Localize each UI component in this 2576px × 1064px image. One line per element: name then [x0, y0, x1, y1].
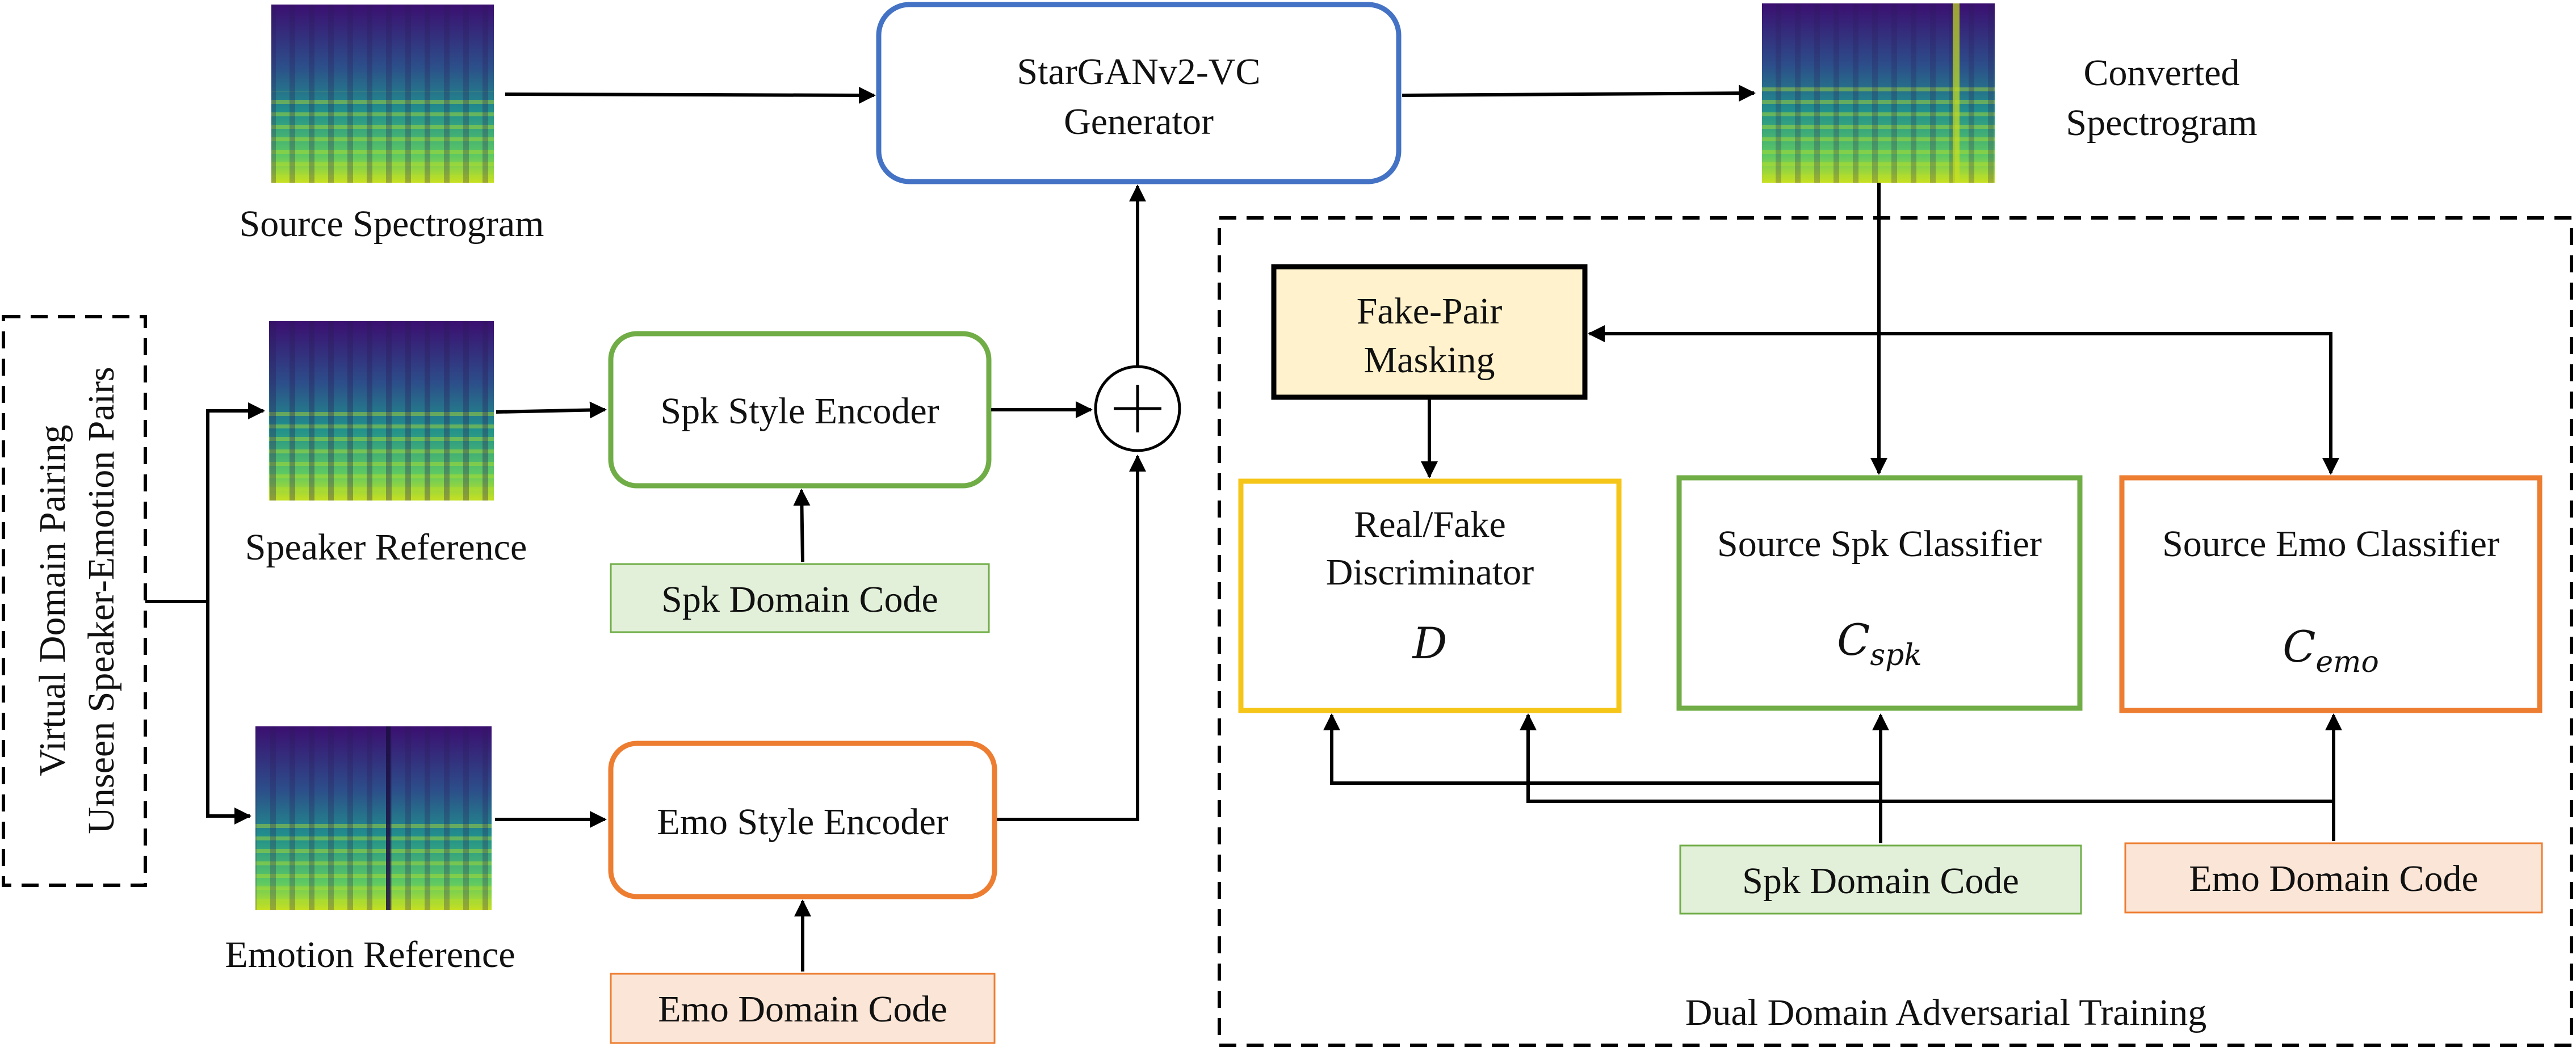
generator-label-line2: Generator: [1064, 101, 1214, 142]
virtual-pairing-line2: Unseen Speaker-Emotion Pairs: [81, 367, 122, 834]
converted-spectrogram-caption-line1: Converted: [2084, 52, 2240, 94]
virtual-domain-pairing-box: Virtual Domain Pairing Unseen Speaker-Em…: [2, 315, 147, 887]
discriminator-label-line2: Discriminator: [1326, 552, 1534, 593]
arrow-pairing-to-emotion-ref: [206, 602, 251, 825]
arrow-to-emo-classifier: [1879, 332, 2339, 475]
emo-domain-code-left: Emo Domain Code: [610, 973, 996, 1044]
arrow-spk-code-to-encoder: [793, 489, 811, 562]
emotion-reference-caption: Emotion Reference: [225, 934, 515, 975]
emo-classifier-symbol-main: C: [2283, 621, 2315, 672]
virtual-pairing-line1: Virtual Domain Pairing: [32, 424, 73, 776]
spk-domain-code-left-label: Spk Domain Code: [661, 579, 938, 620]
discriminator-symbol: D: [1412, 618, 1448, 668]
emo-classifier-label: Source Emo Classifier: [2162, 523, 2499, 565]
source-spectrogram-caption: Source Spectrogram: [240, 203, 544, 245]
converted-spectrogram-caption-line2: Spectrogram: [2066, 102, 2257, 144]
source-spectrogram-image: [271, 5, 494, 183]
arrow-emo-encoder-to-sum: [997, 455, 1146, 821]
arrow-spk-code-to-discriminator: [1323, 713, 1881, 785]
spk-classifier-symbol-main: C: [1837, 615, 1870, 665]
discriminator-label-line1: Real/Fake: [1354, 504, 1506, 545]
arrow-emo-code-to-discriminator: [1520, 713, 2334, 803]
fake-pair-masking-line1: Fake-Pair: [1357, 291, 1503, 332]
emo-classifier-box: Source Emo Classifier Cemo: [2119, 475, 2543, 713]
emotion-reference-image: [255, 726, 492, 910]
emo-domain-code-right-label: Emo Domain Code: [2189, 858, 2478, 899]
spk-style-encoder-box: Spk Style Encoder: [608, 331, 992, 489]
generator-label-line1: StarGANv2-VC: [1017, 51, 1261, 92]
spk-domain-code-left: Spk Domain Code: [610, 563, 990, 633]
emo-classifier-symbol: Cemo: [2283, 621, 2379, 679]
spk-domain-code-right: Spk Domain Code: [1679, 844, 2082, 915]
connectors: [145, 85, 2342, 972]
emo-style-encoder-box: Emo Style Encoder: [608, 741, 997, 899]
spk-classifier-label: Source Spk Classifier: [1717, 523, 2042, 565]
arrow-source-to-generator: [505, 86, 876, 104]
emo-domain-code-left-label: Emo Domain Code: [658, 989, 947, 1030]
spk-classifier-box: Source Spk Classifier Cspk: [1676, 475, 2083, 711]
speaker-reference-image: [269, 321, 494, 501]
spk-domain-code-right-label: Spk Domain Code: [1742, 860, 2019, 902]
sum-node: [1094, 365, 1181, 452]
fake-pair-masking-line2: Masking: [1364, 339, 1495, 381]
spk-style-encoder-label: Spk Style Encoder: [660, 390, 939, 432]
generator-box: StarGANv2-VC Generator: [876, 2, 1402, 184]
arrow-speaker-ref-to-encoder: [496, 401, 607, 419]
emo-style-encoder-label: Emo Style Encoder: [657, 801, 948, 843]
converted-spectrogram-image: [1762, 3, 1995, 183]
arrow-generator-to-converted: [1402, 85, 1756, 102]
emo-domain-code-right: Emo Domain Code: [2124, 842, 2543, 914]
spk-classifier-symbol-subscript: spk: [1870, 638, 1921, 672]
spk-classifier-symbol: Cspk: [1837, 615, 1922, 672]
adversarial-training-label: Dual Domain Adversarial Training: [1685, 992, 2206, 1033]
fake-pair-masking-box: Fake-Pair Masking: [1271, 264, 1588, 400]
discriminator-box: Real/Fake Discriminator D: [1238, 478, 1622, 713]
emo-classifier-symbol-subscript: emo: [2315, 645, 2378, 679]
speaker-reference-caption: Speaker Reference: [245, 527, 527, 568]
arrow-pairing-to-speaker-ref: [206, 402, 265, 602]
